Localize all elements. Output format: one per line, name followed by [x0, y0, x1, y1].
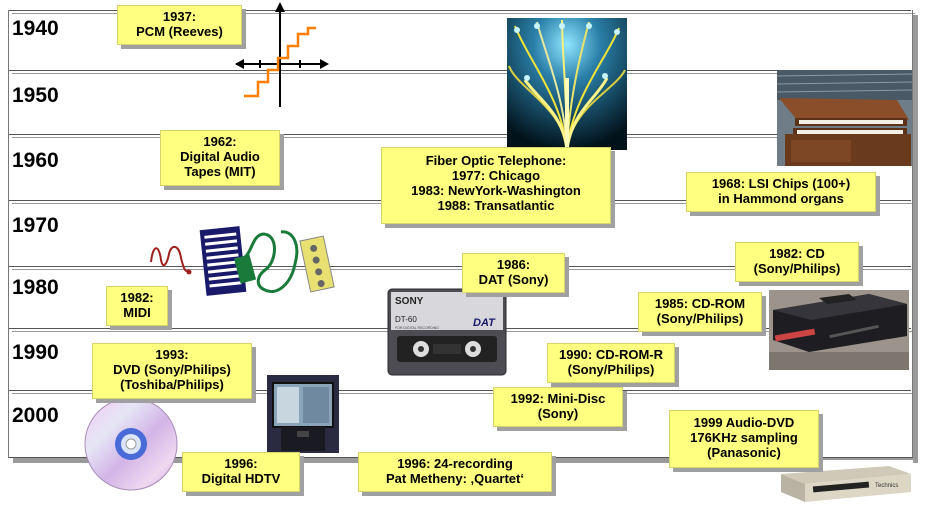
band-line-1940 — [8, 10, 911, 11]
band-line-2000 — [8, 390, 911, 391]
midi-sketch-image — [150, 226, 335, 296]
note-1993-dvd: 1993: DVD (Sony/Philips) (Toshiba/Philip… — [92, 343, 252, 399]
note-line: Fiber Optic Telephone: — [425, 153, 567, 168]
year-label-1980: 1980 — [12, 276, 59, 299]
note-line: DVD (Sony/Philips) — [113, 362, 231, 377]
note-line: 1962: — [203, 134, 237, 149]
note-1982-cd: 1982: CD (Sony/Philips) — [735, 242, 859, 282]
year-label-1960: 1960 — [12, 149, 59, 172]
cd-player-image — [769, 290, 909, 370]
note-line: 1996: — [224, 456, 258, 471]
note-1996-digital-hdtv: 1996: Digital HDTV — [182, 452, 300, 492]
note-line: 1993: — [155, 347, 189, 362]
note-1990-cd-rom-r: 1990: CD-ROM-R (Sony/Philips) — [547, 343, 675, 383]
note-1982-midi: 1982: MIDI — [106, 286, 168, 326]
note-line: 1977: Chicago — [451, 168, 541, 183]
note-1985-cd-rom: 1985: CD-ROM (Sony/Philips) — [638, 292, 762, 332]
note-line: in Hammond organs — [718, 191, 844, 206]
note-fiber-optic-telephone: Fiber Optic Telephone: 1977: Chicago 198… — [381, 147, 611, 224]
year-label-1990: 1990 — [12, 341, 59, 364]
note-1986-dat-sony: 1986: DAT (Sony) — [462, 253, 565, 293]
note-line: 1990: CD-ROM-R — [558, 347, 663, 362]
note-line: 1996: 24-recording — [397, 456, 513, 471]
note-line: (Panasonic) — [707, 445, 781, 460]
note-line: 1983: NewYork-Washington — [411, 183, 581, 198]
year-label-1950: 1950 — [12, 84, 59, 107]
tape-small-text: FOR DIGITAL RECORDING — [395, 326, 439, 330]
note-line: 1982: CD — [769, 246, 825, 261]
note-line: DAT (Sony) — [478, 272, 549, 287]
note-line: 1992: Mini-Disc — [510, 391, 606, 406]
tape-brand-text: SONY — [395, 296, 424, 307]
note-line: 1986: — [496, 257, 531, 272]
note-1992-mini-disc: 1992: Mini-Disc (Sony) — [493, 387, 623, 427]
hdtv-image — [267, 375, 339, 453]
note-1996-24-recording: 1996: 24-recording Pat Metheny: ‚Quartet… — [358, 452, 552, 492]
note-line: 1999 Audio-DVD — [693, 415, 795, 430]
note-line: (Sony/Philips) — [567, 362, 655, 377]
note-1968-lsi-chips: 1968: LSI Chips (100+) in Hammond organs — [686, 172, 876, 212]
band-line-1960 — [8, 134, 911, 135]
note-line: (Toshiba/Philips) — [120, 377, 224, 392]
note-line: PCM (Reeves) — [136, 24, 223, 39]
note-line: Tapes (MIT) — [184, 164, 256, 179]
note-1962-digital-audio-tapes: 1962: Digital Audio Tapes (MIT) — [160, 130, 280, 186]
note-line: (Sony/Philips) — [753, 261, 841, 276]
hammond-organ-image — [777, 70, 912, 166]
pcm-staircase-graphic — [235, 2, 329, 107]
player-brand-text: Technics — [875, 483, 898, 489]
note-line: (Sony/Philips) — [656, 311, 744, 326]
fiber-optic-image — [507, 18, 627, 150]
tape-model-text: DT-60 — [395, 315, 417, 324]
band-line-1950 — [8, 70, 911, 71]
note-line: 1985: CD-ROM — [654, 296, 746, 311]
note-line: 176KHz sampling — [690, 430, 798, 445]
note-line: Digital HDTV — [201, 471, 281, 486]
note-line: Digital Audio — [180, 149, 260, 164]
note-line: (Sony) — [537, 406, 579, 421]
year-label-1940: 1940 — [12, 17, 59, 40]
note-1937-pcm: 1937: PCM (Reeves) — [117, 5, 242, 45]
note-line: Pat Metheny: ‚Quartet‘ — [386, 471, 524, 486]
year-label-1970: 1970 — [12, 214, 59, 237]
note-line: 1937: — [162, 9, 197, 24]
band-line-1980 — [8, 266, 911, 267]
note-1999-audio-dvd: 1999 Audio-DVD 176KHz sampling (Panasoni… — [669, 410, 819, 468]
cd-disc-image — [84, 397, 178, 491]
note-line: MIDI — [123, 305, 151, 320]
note-line: 1968: LSI Chips (100+) — [711, 176, 851, 191]
year-label-2000: 2000 — [12, 404, 59, 427]
note-line: 1988: Transatlantic — [437, 198, 555, 213]
dat-cassette-image: SONY DT-60 FOR DIGITAL RECORDING DAT — [387, 288, 507, 376]
note-line: 1982: — [120, 290, 154, 305]
tape-logo-text: DAT — [473, 317, 496, 329]
